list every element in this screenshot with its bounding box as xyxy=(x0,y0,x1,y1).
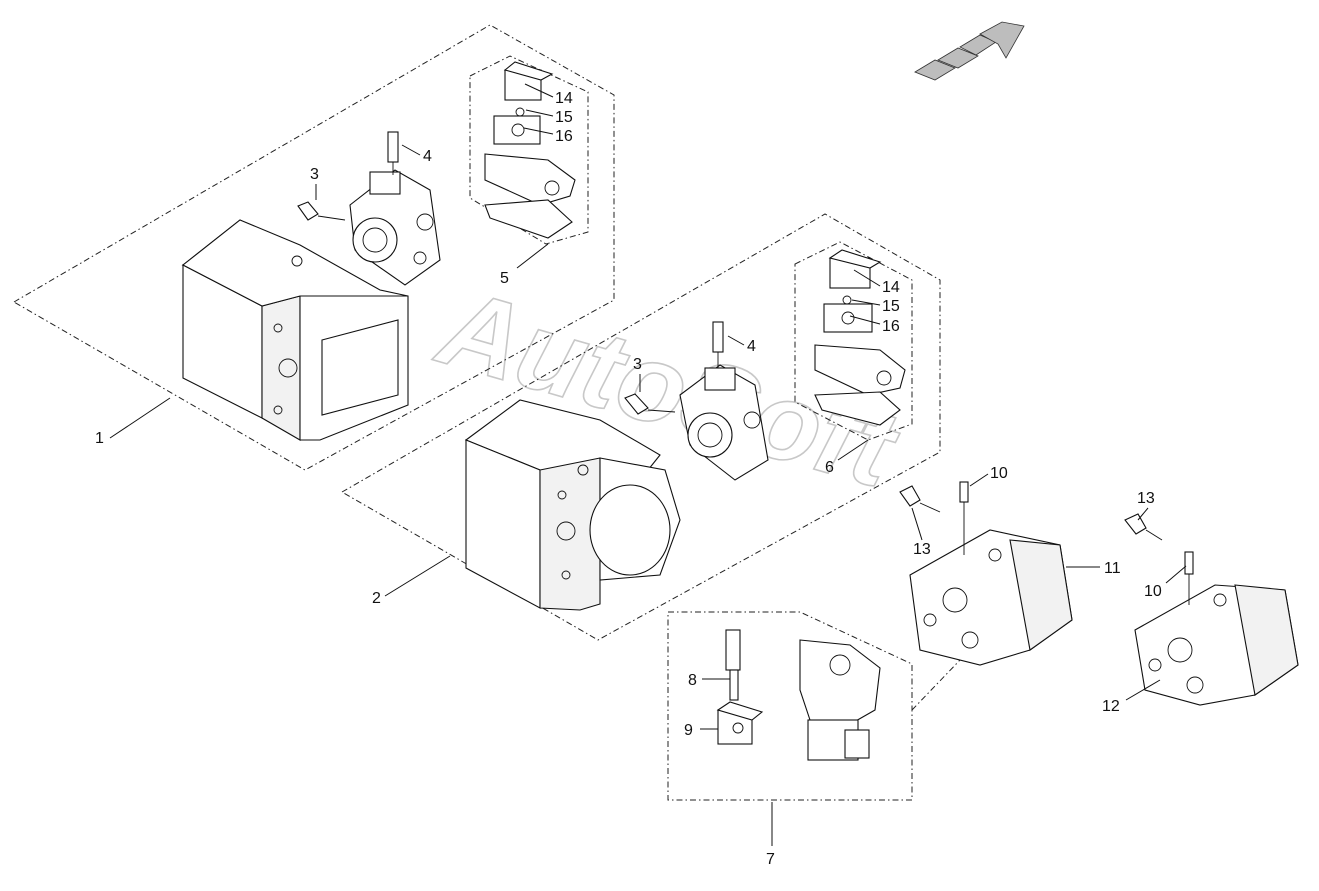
callout-16-upper: 16 xyxy=(555,128,573,145)
callout-15-lower: 15 xyxy=(882,298,900,315)
callout-4-upper: 4 xyxy=(423,148,432,165)
callout-3-upper: 3 xyxy=(310,166,319,183)
callout-9: 9 xyxy=(684,722,693,739)
callout-4-lower: 4 xyxy=(747,338,756,355)
solenoid-stack-6 xyxy=(814,249,906,426)
callout-10-upper: 10 xyxy=(990,465,1008,482)
motor-11 xyxy=(899,481,1073,666)
callout-7: 7 xyxy=(766,851,775,868)
valve-assembly-upper xyxy=(297,131,441,286)
solenoid-valve-7 xyxy=(716,629,881,761)
pump-block-2 xyxy=(464,399,681,611)
callout-16-lower: 16 xyxy=(882,318,900,335)
group-outline-6 xyxy=(794,241,913,441)
group-outline-2 xyxy=(340,213,941,641)
leader-lines xyxy=(109,83,1187,846)
callout-13-right: 13 xyxy=(1137,490,1155,507)
group-link-line xyxy=(911,659,961,711)
callout-14-upper: 14 xyxy=(555,90,573,107)
pump-block-1 xyxy=(181,219,409,441)
valve-assembly-middle xyxy=(624,321,769,481)
callout-8: 8 xyxy=(688,672,697,689)
callout-12: 12 xyxy=(1102,698,1120,715)
callout-6: 6 xyxy=(825,459,834,476)
group-outline-5 xyxy=(469,55,589,245)
solenoid-stack-5 xyxy=(484,61,576,239)
callout-5: 5 xyxy=(500,270,509,287)
callout-2: 2 xyxy=(372,590,381,607)
callout-11: 11 xyxy=(1104,560,1121,577)
direction-arrow-icon xyxy=(914,21,1025,81)
callout-1: 1 xyxy=(95,430,104,447)
callout-10-lower: 10 xyxy=(1144,583,1162,600)
callout-13-left: 13 xyxy=(913,541,931,558)
callout-14-lower: 14 xyxy=(882,279,900,296)
group-outline-7 xyxy=(667,611,913,801)
callout-3-lower: 3 xyxy=(633,356,642,373)
callout-15-upper: 15 xyxy=(555,109,573,126)
motor-12 xyxy=(1124,513,1299,706)
